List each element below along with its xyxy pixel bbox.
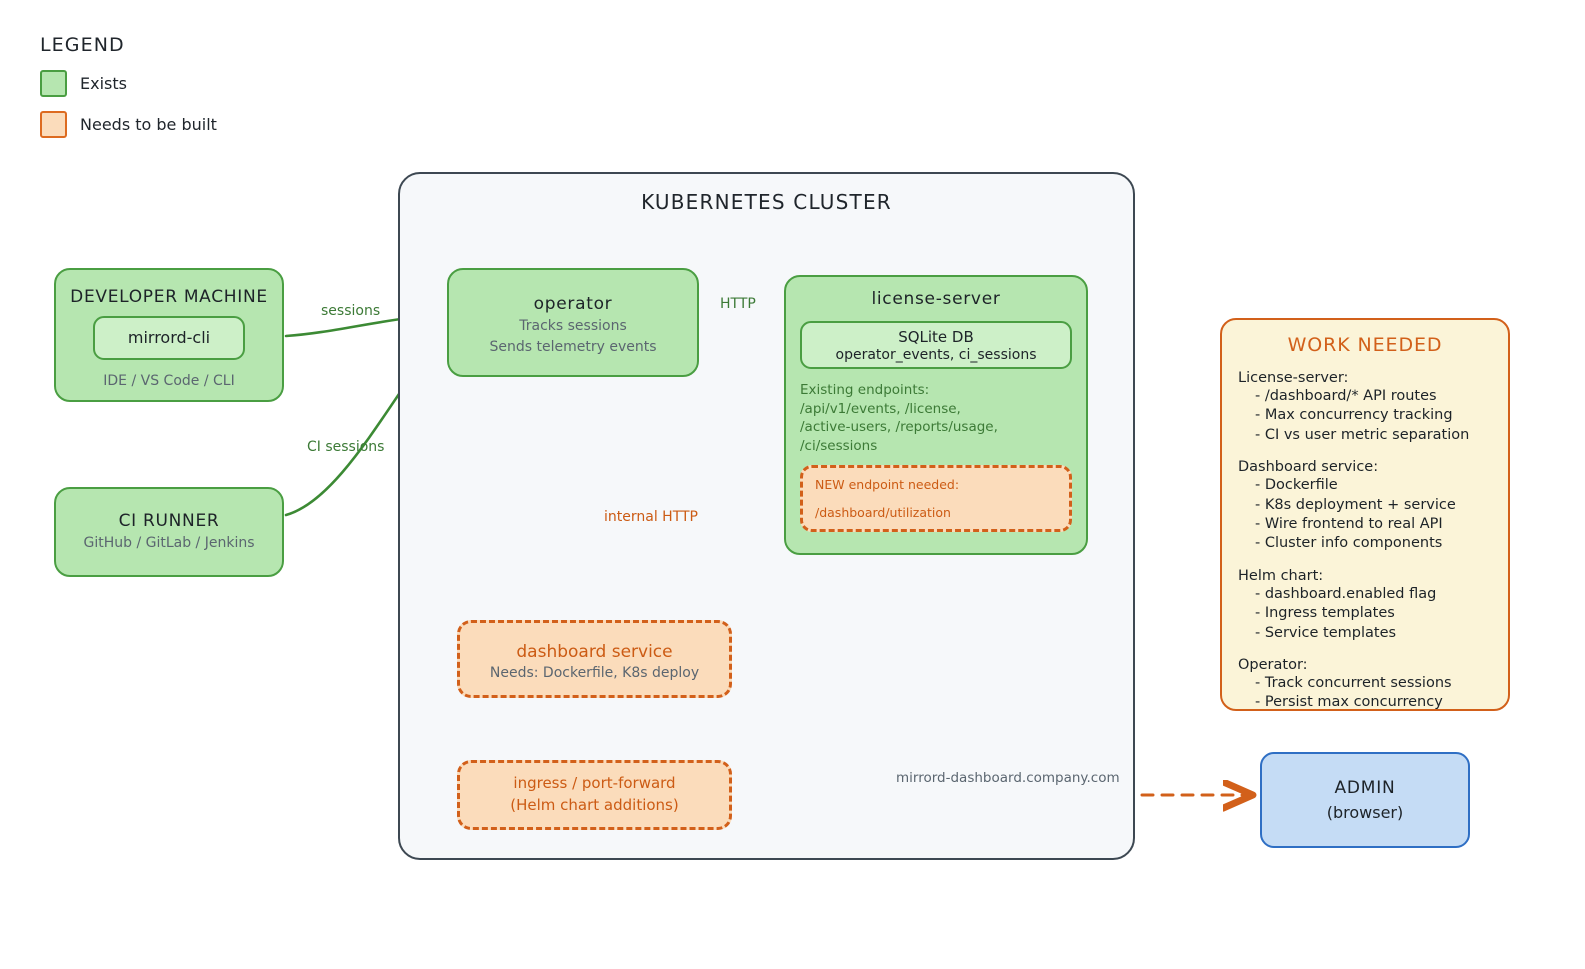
dashboard-service-subtitle: Needs: Dockerfile, K8s deploy [489,664,700,681]
node-new-endpoint-needed[interactable]: NEW endpoint needed: /dashboard/utilizat… [800,464,1072,532]
operator-title: operator [533,294,613,315]
legend-title: LEGEND [40,34,125,56]
dashboard-service-title: dashboard service [516,641,673,662]
existing-endpoints-line-2: /active-users, /reports/usage, [800,419,998,436]
node-ingress-port-forward[interactable]: ingress / port-forward (Helm chart addit… [457,760,732,830]
work-needed-title: WORK NEEDED [1287,334,1443,356]
ci-runner-title: CI RUNNER [118,510,220,531]
work-item: - Cluster info components [1255,535,1443,552]
node-operator[interactable]: operator Tracks sessions Sends telemetry… [447,268,699,377]
node-ci-runner[interactable]: CI RUNNER GitHub / GitLab / Jenkins [54,487,284,577]
work-group-heading: Operator: [1238,656,1308,673]
legend-swatch-exists [40,70,67,97]
license-server-title: license-server [871,289,1001,309]
work-needed-group-helm-chart: Helm chart: - dashboard.enabled flag - I… [1238,568,1492,642]
legend-item-exists: Exists [40,70,217,97]
edge-label-internal-http: internal HTTP [604,509,698,525]
new-endpoint-path: /dashboard/utilization [815,504,951,520]
work-group-heading: Dashboard service: [1238,459,1379,476]
work-item: - Ingress templates [1255,605,1395,622]
node-license-server[interactable]: license-server SQLite DB operator_events… [784,275,1088,555]
legend-label-exists: Exists [80,74,127,93]
existing-endpoints-line-1: /api/v1/events, /license, [800,400,961,417]
edge-label-sessions: sessions [321,303,381,319]
work-item: - CI vs user metric separation [1255,426,1470,443]
sqlite-db-tables: operator_events, ci_sessions [835,346,1037,363]
admin-title: ADMIN [1334,778,1396,798]
node-admin-browser[interactable]: ADMIN (browser) [1260,752,1470,848]
work-item: - Service templates [1255,624,1397,641]
work-item: - Wire frontend to real API [1255,515,1443,532]
legend-swatch-needs-built [40,111,67,138]
ci-runner-subtitle: GitHub / GitLab / Jenkins [83,534,255,551]
operator-subtitle-1: Tracks sessions [519,318,627,335]
work-needed-group-license-server: License-server: - /dashboard/* API route… [1238,370,1492,444]
ingress-line-1: ingress / port-forward [513,774,676,793]
panel-work-needed[interactable]: WORK NEEDED License-server: - /dashboard… [1220,318,1510,711]
node-mirrord-cli[interactable]: mirrord-cli [93,315,245,360]
work-item: - Dockerfile [1255,477,1338,494]
work-item: - Max concurrency tracking [1255,407,1453,424]
work-item: - K8s deployment + service [1255,496,1456,513]
work-item: - Track concurrent sessions [1255,674,1452,691]
operator-subtitle-2: Sends telemetry events [489,338,657,355]
existing-endpoints-line-3: /ci/sessions [800,437,878,454]
work-item: - Persist max concurrency [1255,694,1443,711]
existing-endpoints-block: Existing endpoints: /api/v1/events, /lic… [800,381,1072,456]
node-developer-machine[interactable]: DEVELOPER MACHINE mirrord-cli IDE / VS C… [54,268,284,402]
mirrord-cli-label: mirrord-cli [127,328,211,348]
developer-machine-subtitle: IDE / VS Code / CLI [103,372,235,389]
work-group-heading: License-server: [1238,370,1349,386]
existing-endpoints-heading: Existing endpoints: [800,382,930,398]
work-needed-group-dashboard-service: Dashboard service: - Dockerfile - K8s de… [1238,459,1492,553]
edge-label-dashboard-url: mirrord-dashboard.company.com [896,770,1120,786]
edge-label-ci-sessions: CI sessions [307,439,385,455]
edge-label-http: HTTP [720,296,756,312]
work-item: - /dashboard/* API routes [1255,388,1437,404]
work-item: - dashboard.enabled flag [1255,585,1437,602]
developer-machine-title: DEVELOPER MACHINE [70,286,268,307]
work-needed-body: License-server: - /dashboard/* API route… [1238,370,1492,712]
node-dashboard-service[interactable]: dashboard service Needs: Dockerfile, K8s… [457,620,732,698]
sqlite-db-title: SQLite DB [898,327,974,346]
ingress-line-2: (Helm chart additions) [510,796,679,814]
legend-label-needs-built: Needs to be built [80,115,217,134]
legend: LEGEND Exists Needs to be built [40,34,217,138]
admin-subtitle: (browser) [1326,803,1404,822]
work-needed-group-operator: Operator: - Track concurrent sessions - … [1238,657,1492,712]
node-sqlite-db[interactable]: SQLite DB operator_events, ci_sessions [800,321,1072,369]
work-group-heading: Helm chart: [1238,567,1324,584]
legend-item-needs-built: Needs to be built [40,111,217,138]
new-endpoint-heading: NEW endpoint needed: [815,476,960,492]
kubernetes-cluster-title: KUBERNETES CLUSTER [641,190,892,214]
